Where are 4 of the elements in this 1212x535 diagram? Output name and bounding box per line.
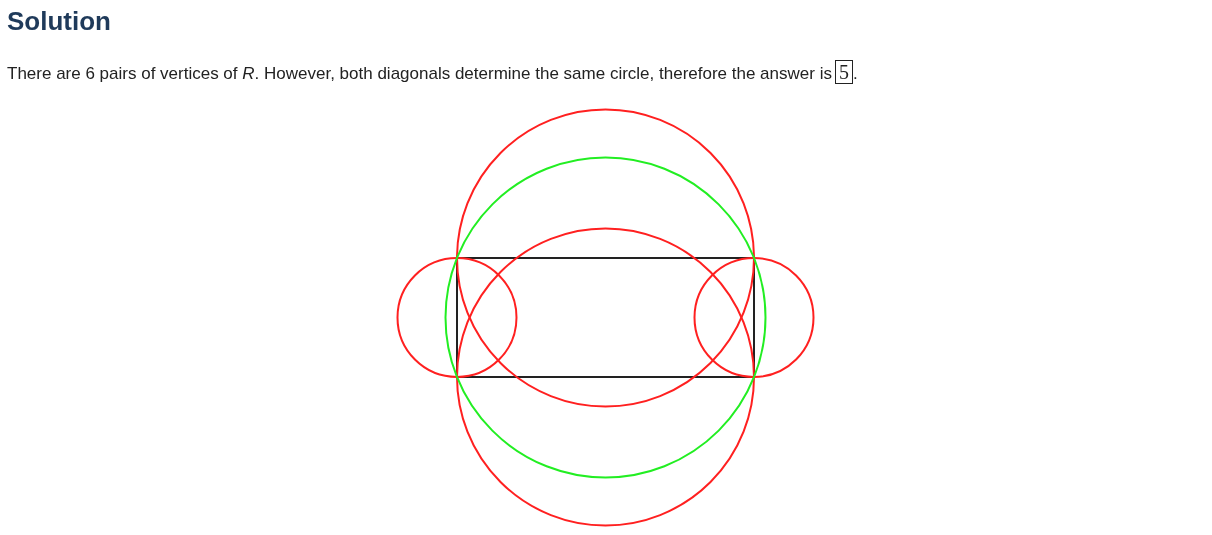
answer-box: 5 — [834, 60, 853, 84]
sentence-period: . — [852, 64, 858, 84]
title: Solution — [7, 6, 111, 37]
solution-text: There are 6 pairs of vertices of R. However, both diagonals determine the same circle, therefore the answer is — [7, 64, 832, 84]
